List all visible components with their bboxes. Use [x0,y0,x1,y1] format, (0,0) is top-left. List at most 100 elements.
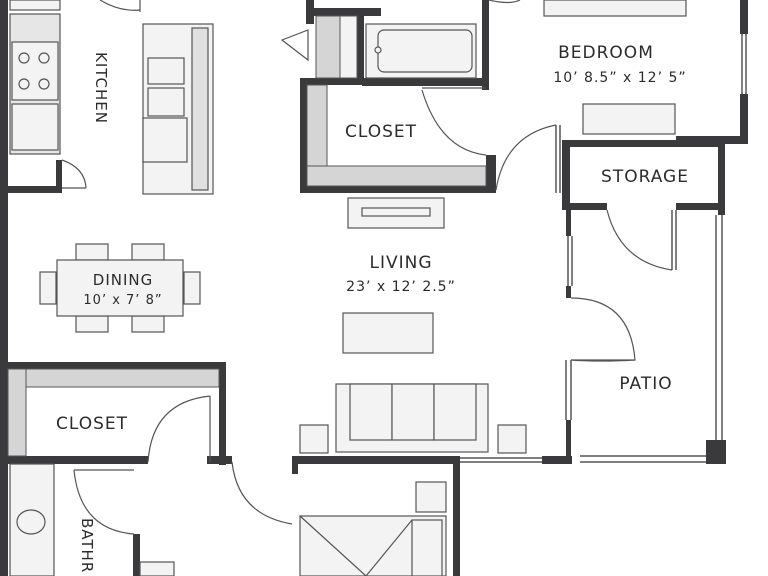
lower-closet-shelf-top [7,368,220,388]
bedroom-dresser [582,103,676,135]
wall-lower-closet-right [219,362,226,465]
room-labels: KITCHEN BEDROOM 10’ 8.5” x 12’ 5” CLOSET… [56,43,689,573]
door-entry-arc [231,461,293,525]
closet-upper-label: CLOSET [345,122,417,142]
dining-table [56,259,184,317]
wall-closet-right [486,155,496,193]
dining-chair [75,243,109,261]
storage-label: STORAGE [601,167,689,187]
living-dims: 23’ x 12’ 2.5” [346,279,456,295]
stove-burner [18,78,30,90]
dining-dims: 10’ x 7’ 8” [83,293,162,308]
door-closet-right-arc [421,89,487,156]
lower-bath-fixtures [9,463,175,576]
wall-bath-bottom [362,78,488,86]
dining-chair [131,315,165,333]
dining-label: DINING [93,271,153,289]
lower-bed-pillow [411,519,443,576]
dining-set [39,243,201,333]
door-swings [61,0,673,535]
lower-bed-fold [299,515,367,576]
wall-lower-bedroom-right [453,456,460,576]
thin-walls [460,34,747,463]
bathtub-inner [377,29,473,73]
fridge-gap [11,103,59,151]
sofa-cushion [391,383,435,441]
wall-kitchen-stub [56,160,62,193]
wall-kitchen-bottom [0,186,60,193]
door-pantry [61,159,87,189]
wall-storage-right [718,140,725,215]
wall-bedroom-right-top [740,0,748,34]
wall-bath-right [482,0,489,90]
tv-screen [361,207,431,217]
wall-storage-left [562,140,570,210]
wall-patio-bottom [542,456,572,464]
wall-bedroom-right [740,94,748,144]
stove-burner [38,52,50,64]
wall-lower-closet-door-stub [207,456,232,464]
wall-patio-corner [706,440,726,464]
kitchen-counter-upper [9,0,61,11]
wall-storage-doorjamb [566,210,571,236]
bedroom-label: BEDROOM [558,43,654,63]
dishwasher [142,117,188,163]
coffee-table [342,312,434,354]
bath-label: BATHR [78,518,96,573]
lower-closet-fixtures [7,368,220,457]
stove [11,41,59,101]
walls [0,0,748,576]
kitchen-fixtures [9,0,214,195]
sofa-cushion [433,383,477,441]
dining-chair [131,243,165,261]
wall-storage-top [562,140,722,147]
sofa-cushion [349,383,393,441]
dining-chair [39,271,57,305]
bedroom-bed [543,0,687,17]
living-label: LIVING [369,253,432,273]
sink-basin-2 [147,87,185,117]
bathtub-drain [374,46,382,54]
door-bedroom-arc [495,124,557,191]
lower-bedroom-furniture [299,481,447,576]
patio-label: PATIO [619,374,672,394]
lower-closet-shelf-left [7,368,27,457]
side-table [497,424,527,454]
vanity-sink [16,509,46,535]
closet-shelf-bottom [306,165,487,187]
wall-patio-left-lower [566,420,571,462]
bedroom-furniture [543,0,687,135]
sink-basin-1 [147,57,185,85]
door-bath-lower-arc [73,469,135,535]
door-lower-closet-arc [147,395,211,463]
toilet-tank [139,561,175,576]
wall-lower-closet-bottom [0,456,148,464]
bath-shelf-inner [339,15,358,79]
closet-lower-label: CLOSET [56,414,128,434]
door-kitchen-top [99,0,141,11]
island-shelf [191,27,209,191]
door-bath [488,0,521,4]
kitchen-label: KITCHEN [92,52,110,124]
dining-chair [183,271,201,305]
dining-chair [75,315,109,333]
door-patio-arc [570,297,636,362]
stove-burner [18,52,30,64]
wall-lower-closet-top [0,362,226,369]
living-furniture [299,197,527,454]
wall-bath-lower-right [133,534,140,576]
wall-storage-bottom-right [676,203,724,210]
wall-closet-bottom [300,186,496,193]
bedroom-dims: 10’ 8.5” x 12’ 5” [553,70,686,86]
wall-bath-left-lower [357,10,364,82]
stove-burner [38,78,50,90]
wall-patio-left-stub [566,286,571,298]
upper-closet-fixtures [306,15,487,187]
side-table [299,424,329,454]
door-closet-top [280,29,309,62]
wall-closet-left [300,78,307,193]
wall-lower-bedroom-top [292,456,460,464]
bathtub [365,23,477,79]
lower-bed-fold-2 [365,519,413,576]
